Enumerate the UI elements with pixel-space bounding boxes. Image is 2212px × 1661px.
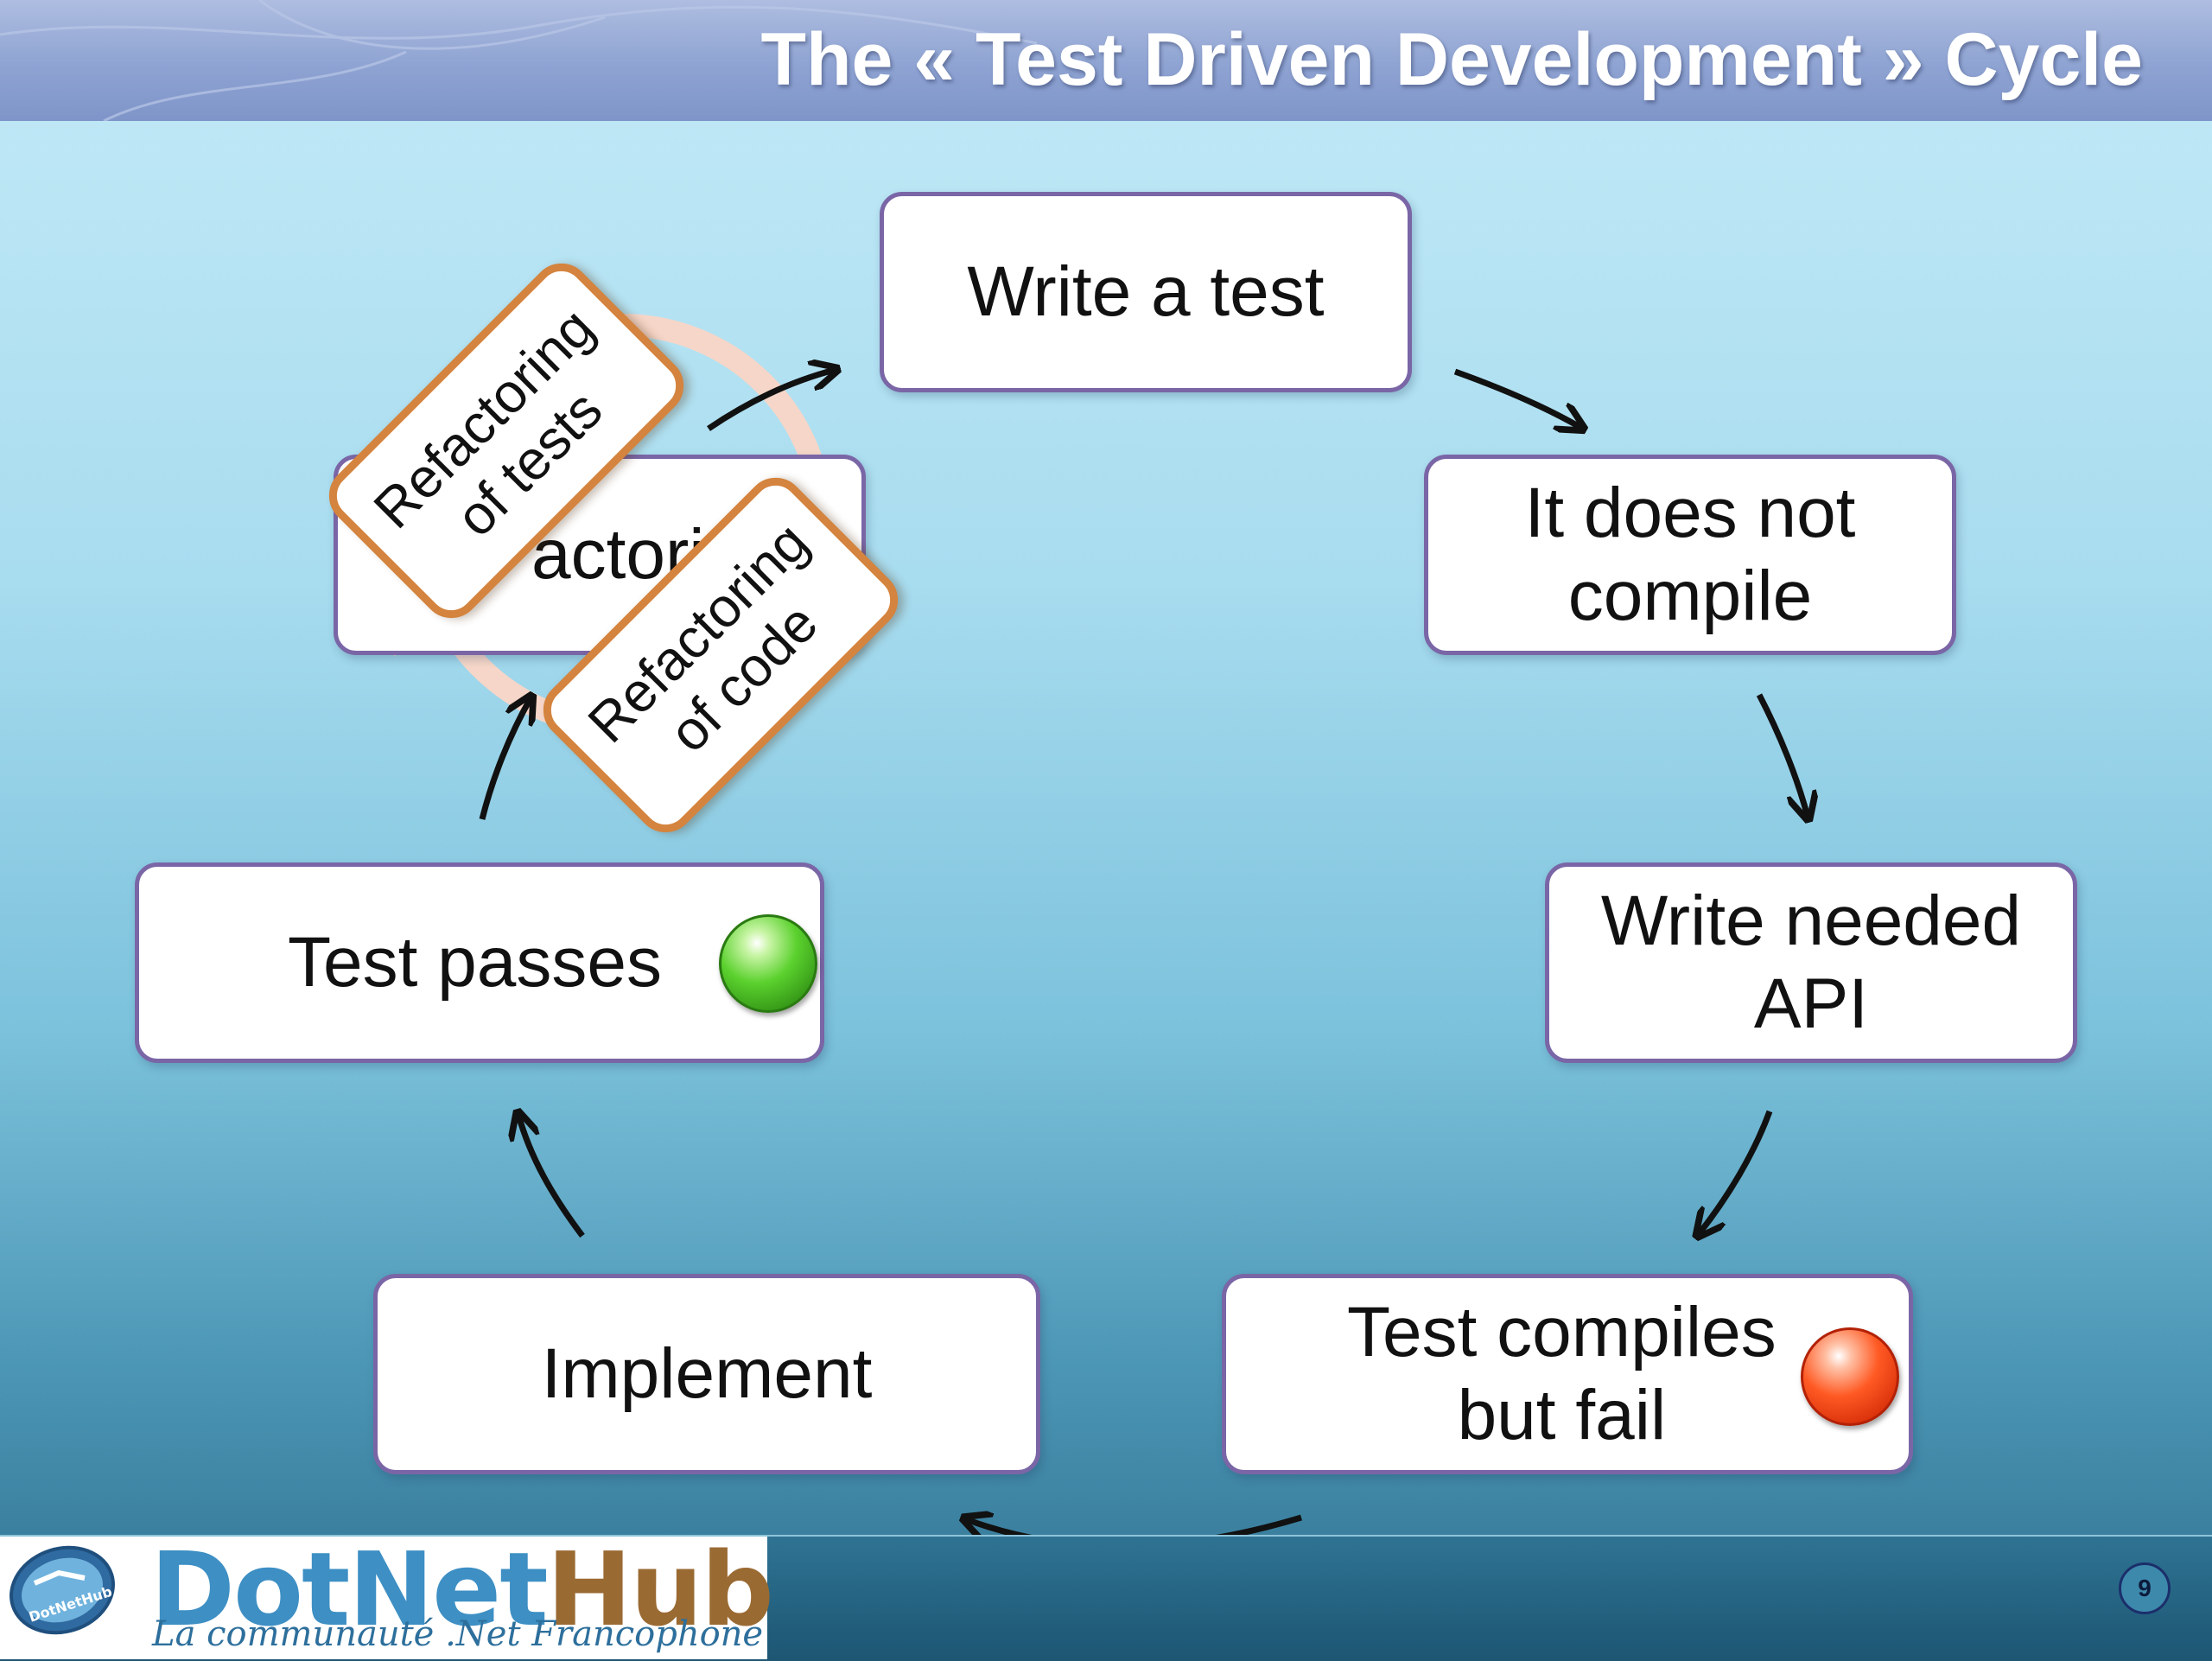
node-write-api: Write needed API — [1545, 862, 2077, 1063]
node-write-test-label: Write a test — [967, 252, 1325, 331]
dotnethub-logo-icon: DotNetHub — [10, 1545, 115, 1635]
arrow-write-to-notcompile — [1453, 368, 1581, 428]
arrow-refactor-to-write — [707, 370, 835, 431]
node-not-compile-label: It does not compile — [1524, 474, 1856, 635]
logo-panel — [0, 1537, 767, 1659]
logo-wordmark: DotNetHub — [150, 1530, 774, 1649]
node-compiles-fail: Test compiles but fail — [1222, 1274, 1913, 1474]
node-write-api-label: Write needed API — [1600, 881, 2022, 1043]
node-write-test: Write a test — [880, 192, 1412, 392]
node-compiles-fail-label: Test compiles but fail — [1347, 1293, 1777, 1454]
arrow-passes-to-refactor — [479, 698, 531, 820]
title-bar-decoration — [0, 0, 1038, 121]
node-test-passes-label: Test passes — [288, 923, 662, 1002]
node-implement: Implement — [373, 1274, 1040, 1474]
logo-dotnet: DotNet — [150, 1530, 549, 1649]
red-status-icon — [1801, 1327, 1899, 1426]
slide-title: The « Test Driven Development » Cycle — [760, 18, 2143, 101]
node-not-compile: It does not compile — [1424, 455, 1956, 655]
logo-tagline: La communauté .Net Francophone — [152, 1614, 764, 1654]
arrow-implement-to-passes — [518, 1115, 585, 1238]
title-bar: The « Test Driven Development » Cycle — [0, 0, 2212, 121]
logo-hub: Hub — [546, 1530, 774, 1649]
arrow-api-to-fail — [1699, 1110, 1773, 1234]
node-test-passes: Test passes — [135, 862, 824, 1063]
arrow-notcompile-to-api — [1756, 693, 1808, 817]
node-implement-label: Implement — [541, 1334, 873, 1413]
green-status-icon — [719, 914, 817, 1013]
page-number: 9 — [2119, 1562, 2171, 1614]
